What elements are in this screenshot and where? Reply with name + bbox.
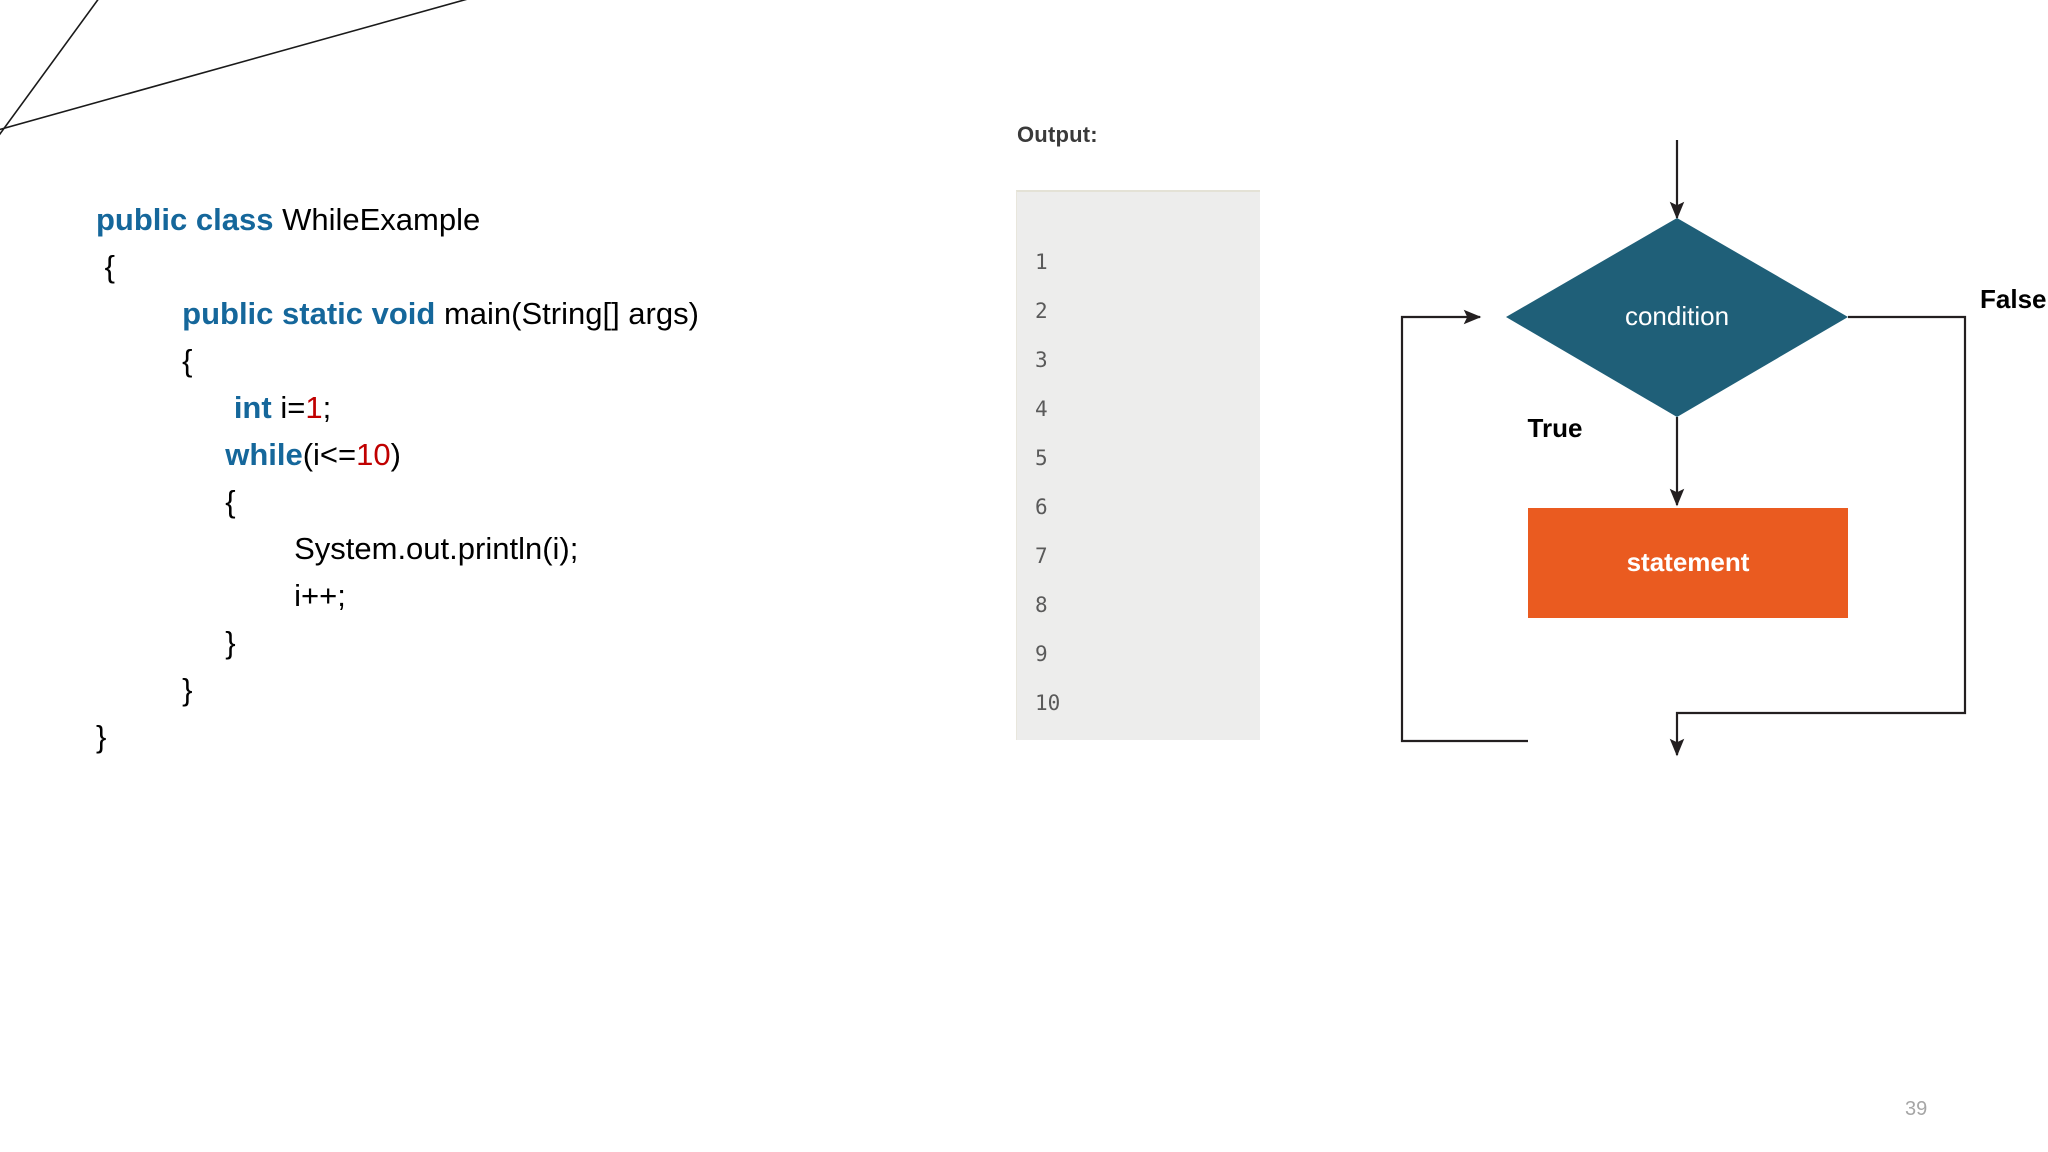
condition-diamond [1506,218,1848,417]
true-label: True [1528,413,1583,443]
output-lines: 1 2 3 4 5 6 7 8 9 10 [1035,238,1060,728]
output-line: 1 [1035,250,1048,274]
output-panel: 1 2 3 4 5 6 7 8 9 10 [1016,190,1260,740]
code-text: System.out.println(i); [96,531,579,566]
output-line: 9 [1035,642,1048,666]
loop-back-path [1400,309,1528,743]
code-text: main(String[] args) [443,296,699,331]
code-keyword: while [225,437,303,472]
code-keyword: public static void [182,296,444,331]
code-line: { [96,243,976,290]
code-line: i++; [96,572,976,619]
false-path [1669,315,1967,757]
output-line: 4 [1035,397,1048,421]
code-text: } [96,625,236,660]
page-number: 39 [1905,1098,1928,1120]
statement-box [1528,508,1848,618]
decoration-line-shallow [0,0,468,131]
code-line: int i=1; [96,384,976,431]
corner-lines-svg [0,0,468,136]
code-text: WhileExample [282,202,481,237]
code-text [96,390,234,425]
condition-label: condition [1625,301,1729,331]
code-line: { [96,337,976,384]
code-text: i++; [96,578,346,613]
code-text: ) [390,437,401,472]
code-text: i= [280,390,306,425]
statement-label: statement [1627,547,1750,577]
code-text: { [96,484,236,519]
java-code-block: public class WhileExample { public stati… [96,196,976,760]
code-line: } [96,666,976,713]
output-line: 6 [1035,495,1048,519]
output-line: 3 [1035,348,1048,372]
flowchart-svg: condition statement True False [1400,140,2047,757]
output-line: 8 [1035,593,1048,617]
code-line: public static void main(String[] args) [96,290,976,337]
code-text: { [96,343,193,378]
corner-decoration [0,0,520,210]
code-keyword: int [233,390,281,425]
code-line: { [96,478,976,525]
code-text: } [96,672,193,707]
code-text: ; [322,390,332,425]
code-line: } [96,619,976,666]
output-line: 5 [1035,446,1048,470]
decoration-line-diagonal [0,0,99,136]
code-keyword: public class [96,202,283,237]
code-text: (i<= [302,437,357,472]
output-line: 7 [1035,544,1048,568]
output-heading: Output: [1017,122,1098,147]
code-literal: 10 [356,437,391,472]
code-line: public class WhileExample [96,196,976,243]
code-text [96,296,182,331]
code-text [96,437,225,472]
output-line: 10 [1035,691,1061,715]
code-text: } [96,719,107,754]
while-loop-flowchart: condition statement True False [1380,140,2048,780]
output-line: 2 [1035,299,1048,323]
code-line: System.out.println(i); [96,525,976,572]
code-line: while(i<=10) [96,431,976,478]
code-line: } [96,713,976,760]
code-text: { [96,249,115,284]
code-literal: 1 [305,390,323,425]
false-label: False [1980,284,2047,314]
